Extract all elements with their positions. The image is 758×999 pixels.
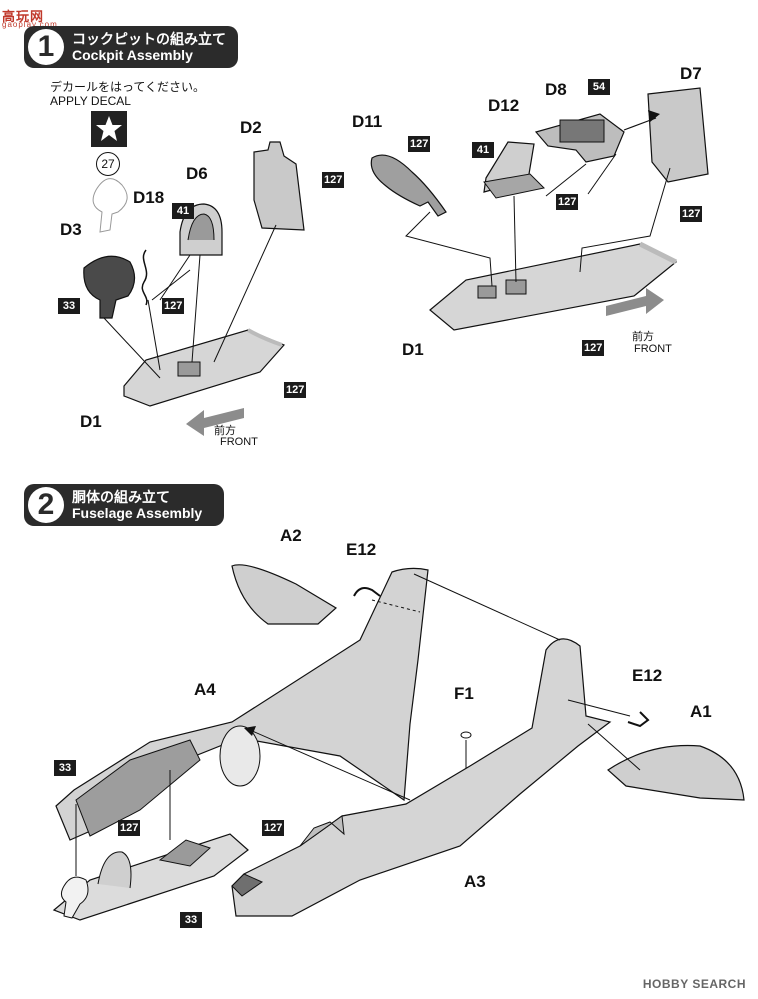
label-e12-upper: E12	[346, 540, 377, 559]
front-arrow-left-icon	[186, 408, 244, 436]
badge-33-a3: 33	[180, 912, 202, 928]
part-d3-shape	[83, 255, 136, 319]
cockpit-assembly-shape	[52, 833, 249, 921]
site-watermark: 高玩网 gaoplay.com	[2, 6, 57, 29]
step-1-title-jp: コックピットの組み立て	[72, 31, 226, 47]
step-1-title-en: Cockpit Assembly	[72, 47, 193, 63]
label-d3: D3	[60, 220, 82, 239]
part-d1-left-shape	[123, 329, 286, 407]
part-e12-upper-shape	[353, 587, 381, 597]
label-e12-lower: E12	[632, 666, 663, 685]
badge-127-d7: 127	[680, 206, 703, 222]
badge-127-d11: 127	[408, 136, 431, 152]
front-label-en-left: FRONT	[220, 436, 258, 448]
label-f1: F1	[454, 684, 474, 703]
step-2-number: 2	[28, 487, 64, 523]
badge-41-d6: 41	[172, 203, 194, 219]
label-d18: D18	[133, 188, 165, 207]
part-e12-lower-shape	[627, 711, 650, 728]
label-d12: D12	[488, 96, 520, 115]
label-a3: A3	[464, 872, 486, 891]
step-2-header: 2 胴体の組み立て Fuselage Assembly	[24, 484, 224, 526]
part-a2-shape	[231, 564, 338, 625]
label-a2: A2	[280, 526, 302, 545]
label-d1-left: D1	[80, 412, 102, 431]
part-d11-shape	[370, 154, 447, 217]
part-d2-shape	[253, 141, 305, 231]
label-d7: D7	[680, 64, 702, 83]
badge-127-d2: 127	[322, 172, 345, 188]
step-1-header: 1 コックピットの組み立て Cockpit Assembly	[24, 26, 238, 68]
part-d7-shape	[647, 87, 709, 183]
part-f1-shape	[460, 731, 472, 739]
badge-127-d1-right: 127	[582, 340, 605, 356]
label-d2: D2	[240, 118, 262, 137]
part-d1-right-shape	[429, 243, 678, 331]
star-decal-icon	[91, 111, 127, 147]
decal-note-en: APPLY DECAL	[50, 94, 131, 108]
part-a1-shape	[607, 744, 745, 801]
front-arrow-right-icon	[606, 288, 664, 316]
badge-33-d3: 33	[58, 298, 80, 314]
part-a3-shape	[231, 638, 612, 917]
badge-33-a4: 33	[54, 760, 76, 776]
badge-127-d8: 127	[556, 194, 579, 210]
badge-127-a4: 127	[118, 820, 141, 836]
front-label-jp-left: 前方	[214, 425, 236, 437]
step-2-title-en: Fuselage Assembly	[72, 505, 203, 521]
label-d6: D6	[186, 164, 208, 183]
front-label-en-right: FRONT	[634, 343, 672, 355]
step-1-number: 1	[28, 29, 64, 65]
label-d8: D8	[545, 80, 567, 99]
label-d11: D11	[352, 112, 383, 131]
badge-127-d18: 127	[162, 298, 185, 314]
part-d18-shape	[141, 249, 148, 306]
badge-41-d12: 41	[472, 142, 494, 158]
decal-outline	[92, 178, 128, 233]
decal-number: 27	[96, 152, 120, 176]
step-2-title-jp: 胴体の組み立て	[72, 489, 170, 505]
label-a1: A1	[690, 702, 712, 721]
badge-54-d8: 54	[588, 79, 610, 95]
badge-127-a3: 127	[262, 820, 285, 836]
label-d1-right: D1	[402, 340, 424, 359]
decal-note-jp: デカールをはってください。	[50, 80, 206, 94]
label-a4: A4	[194, 680, 216, 699]
watermark-site: gaoplay.com	[2, 20, 58, 29]
hobby-search-watermark: HOBBY SEARCH	[642, 977, 746, 991]
watermark-brand: 高玩网	[2, 9, 45, 24]
front-label-jp-right: 前方	[632, 331, 654, 343]
badge-127-d1: 127	[284, 382, 307, 398]
